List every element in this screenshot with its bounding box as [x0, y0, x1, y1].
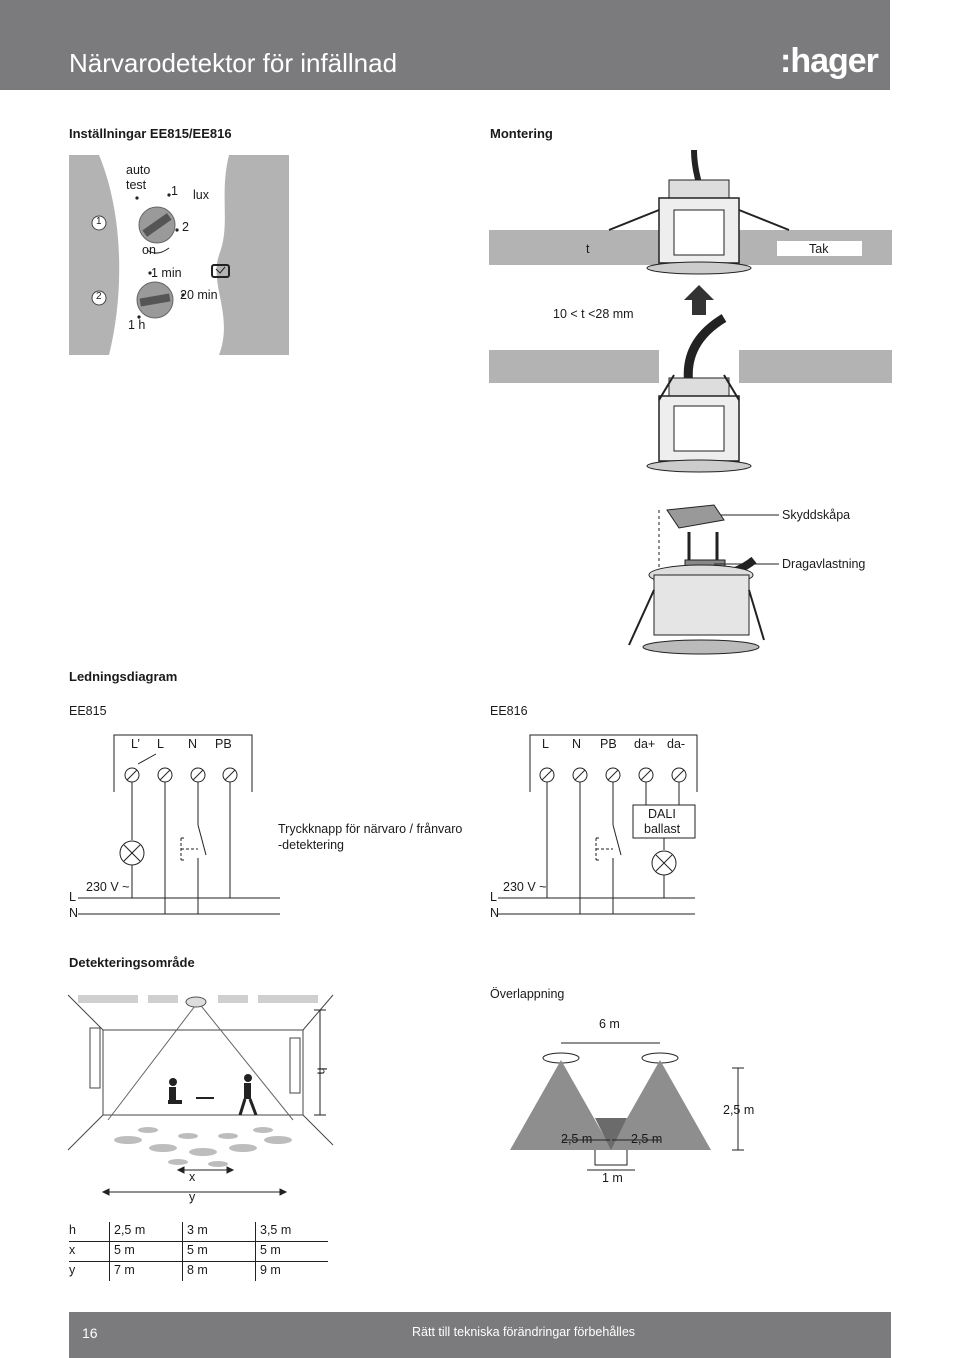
person-sitting-icon: [168, 1078, 214, 1104]
ee815-terminal-l-prime: L’: [131, 737, 141, 751]
overlap-diagram: [510, 1042, 744, 1171]
ee815-l-line: L: [69, 890, 76, 904]
ee815-n-line: N: [69, 906, 79, 920]
table-cell: h: [69, 1222, 110, 1242]
person-walking-icon: [238, 1074, 258, 1116]
ee815-voltage: 230 V ~: [86, 880, 130, 894]
table-cell: 2,5 m: [109, 1222, 183, 1242]
overlap-heading: Överlappning: [490, 987, 565, 1001]
mounting-heading: Montering: [490, 126, 553, 141]
overlap-1m: 1 m: [602, 1171, 623, 1185]
ee816-terminal-l: L: [542, 737, 549, 751]
clock-icon: [211, 264, 230, 278]
auto-test-label: auto test: [126, 163, 151, 192]
table-cell: 5 m: [182, 1241, 256, 1262]
table-row: x 5 m 5 m 5 m: [69, 1241, 328, 1262]
radius-right-2-5m: 2,5 m: [631, 1132, 663, 1146]
wiring-diagram-ee816: [498, 734, 698, 915]
x-label: x: [189, 1170, 196, 1184]
table-cell: 5 m: [255, 1241, 328, 1262]
ballast-label: ballast: [644, 822, 681, 836]
ee816-terminal-n: N: [572, 737, 582, 751]
ee815-terminal-pb: PB: [215, 737, 232, 751]
page-number: 16: [82, 1325, 98, 1341]
wiring-heading: Ledningsdiagram: [69, 669, 178, 684]
arrow-up-icon: [684, 285, 714, 315]
ee815-label: EE815: [69, 704, 107, 718]
1min-label: 1 min: [151, 266, 182, 280]
t-label: t: [586, 242, 590, 256]
ee815-terminal-l: L: [157, 737, 164, 751]
sensor-icon: [185, 996, 207, 1008]
on-label: on: [142, 243, 156, 257]
detector-exploded: [628, 504, 765, 655]
ee816-terminal-da-minus: da-: [667, 737, 686, 751]
page-footer: [69, 1312, 891, 1358]
table-cell: 3,5 m: [255, 1222, 328, 1242]
20min-label: 20 min: [180, 288, 218, 302]
ee816-terminal-pb: PB: [600, 737, 617, 751]
thickness-range: 10 < t <28 mm: [553, 307, 634, 321]
table-cell: 9 m: [255, 1261, 328, 1281]
table-cell: 5 m: [109, 1241, 183, 1262]
ceiling-label: Tak: [809, 242, 829, 256]
table-cell: 8 m: [182, 1261, 256, 1281]
ee816-l-line: L: [490, 890, 497, 904]
table-cell: 7 m: [109, 1261, 183, 1281]
pushbutton-note-2: -detektering: [278, 838, 345, 852]
settings-heading: Inställningar EE815/EE816: [69, 126, 232, 141]
table-cell: x: [69, 1241, 110, 1262]
dial1-mark2: 2: [182, 220, 189, 234]
y-label: y: [189, 1190, 196, 1204]
hager-logo: :hager: [780, 42, 879, 80]
ee816-label: EE816: [490, 704, 528, 718]
footer-note: Rätt till tekniska förändringar förbehål…: [412, 1325, 636, 1339]
radius-left-2-5m: 2,5 m: [561, 1132, 593, 1146]
ee816-terminal-da-plus: da+: [634, 737, 656, 751]
cover-label: Skyddskåpa: [782, 508, 851, 522]
dali-label: DALI: [648, 807, 676, 821]
mounting-illustration: [489, 149, 892, 655]
table-cell: 3 m: [182, 1222, 256, 1242]
detection-heading: Detekteringsområde: [69, 955, 195, 970]
lux-label: lux: [193, 188, 209, 202]
settings-dial-illustration: [69, 155, 289, 355]
spacing-6m: 6 m: [599, 1017, 620, 1031]
dial-top-icon: [138, 206, 176, 244]
1h-label: 1 h: [128, 318, 146, 332]
wiring-diagram-ee815: [78, 734, 280, 915]
pushbutton-note-1: Tryckknapp för närvaro / frånvaro: [278, 822, 463, 836]
detection-room-illustration: [67, 994, 334, 1196]
table-row: y 7 m 8 m 9 m: [69, 1261, 328, 1281]
page-title: Närvarodetektor för infällnad: [69, 48, 398, 78]
table-cell: y: [69, 1263, 76, 1277]
step1-number: 1: [96, 216, 102, 227]
detector-top: [608, 149, 790, 275]
ee816-voltage: 230 V ~: [503, 880, 547, 894]
step2-number: 2: [96, 291, 102, 302]
strain-relief-label: Dragavlastning: [782, 557, 866, 571]
dial1-mark1: 1: [171, 184, 178, 198]
detection-table: h 2,5 m 3 m 3,5 m x 5 m 5 m 5 m y 7 m 8 …: [69, 1222, 328, 1281]
height-label: h: [314, 1067, 329, 1075]
table-row: h 2,5 m 3 m 3,5 m: [69, 1222, 328, 1242]
dial-bottom-icon: [136, 281, 174, 319]
cone-right: [609, 1060, 711, 1150]
height-2-5m: 2,5 m: [723, 1103, 755, 1117]
detector-middle: [646, 314, 752, 473]
page-header: [0, 0, 890, 90]
ee816-n-line: N: [490, 906, 500, 920]
ee815-terminal-n: N: [188, 737, 198, 751]
cone-left: [510, 1060, 612, 1150]
